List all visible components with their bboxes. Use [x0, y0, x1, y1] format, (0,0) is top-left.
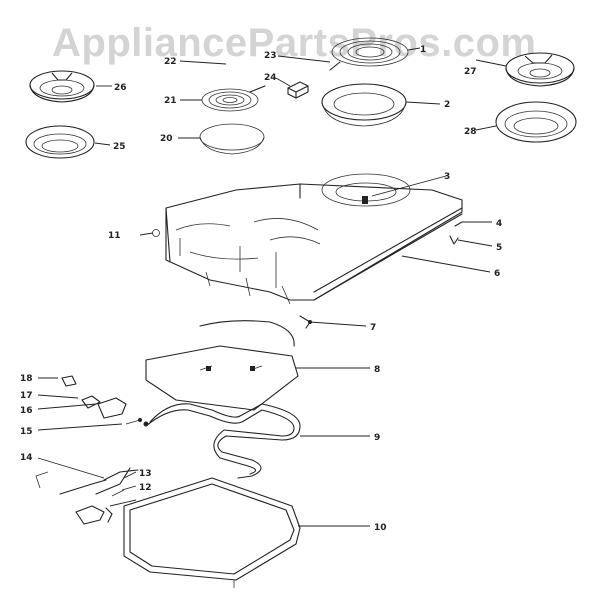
callout-1: 1 — [420, 45, 426, 55]
callout-25: 25 — [113, 142, 126, 152]
callout-12: 12 — [139, 483, 152, 493]
callout-28: 28 — [464, 127, 477, 137]
drip-bowl-26 — [29, 70, 95, 103]
terminal-parts — [35, 375, 142, 525]
callout-18: 18 — [20, 374, 33, 384]
callout-26: 26 — [114, 83, 127, 93]
liner-8 — [145, 320, 299, 411]
callout-14: 14 — [20, 453, 33, 463]
watermark-logo: AppliancePartsPros.com — [52, 21, 537, 65]
callout-2: 2 — [444, 100, 450, 110]
callout-21: 21 — [164, 96, 177, 106]
callout-23: 23 — [264, 51, 277, 61]
callout-20: 20 — [160, 134, 173, 144]
drip-bowl-25 — [25, 125, 95, 159]
callout-3: 3 — [444, 172, 450, 182]
cooktop-body-6 — [152, 183, 463, 305]
receptacle-3 — [321, 173, 411, 207]
surface-element-1 — [329, 37, 409, 71]
terminal-block-24 — [287, 81, 309, 99]
surface-element-21 — [201, 85, 266, 112]
callout-24: 24 — [264, 73, 277, 83]
heating-element-9 — [143, 403, 301, 479]
callout-9: 9 — [374, 433, 380, 443]
drip-bowl-27 — [505, 52, 575, 87]
callout-27: 27 — [464, 67, 477, 77]
clip-5 — [449, 235, 459, 245]
callout-8: 8 — [374, 365, 380, 375]
callout-labels: 1 2 3 4 5 6 7 8 9 10 11 12 13 14 15 16 1… — [20, 45, 502, 533]
callout-5: 5 — [496, 243, 502, 253]
callout-15: 15 — [20, 427, 33, 437]
callout-10: 10 — [374, 523, 387, 533]
bake-element-10 — [123, 477, 301, 588]
callout-11: 11 — [108, 231, 121, 241]
callout-7: 7 — [370, 323, 376, 333]
drip-bowl-28 — [495, 101, 577, 143]
callout-22: 22 — [164, 57, 177, 67]
drip-pan-2 — [321, 83, 407, 127]
callout-16: 16 — [20, 406, 33, 416]
drip-pan-20 — [199, 123, 265, 155]
callout-4: 4 — [496, 219, 502, 229]
callout-13: 13 — [139, 469, 152, 479]
leader-lines — [37, 47, 507, 527]
callout-17: 17 — [20, 391, 33, 401]
callout-6: 6 — [494, 269, 500, 279]
screw-4 — [454, 221, 463, 227]
